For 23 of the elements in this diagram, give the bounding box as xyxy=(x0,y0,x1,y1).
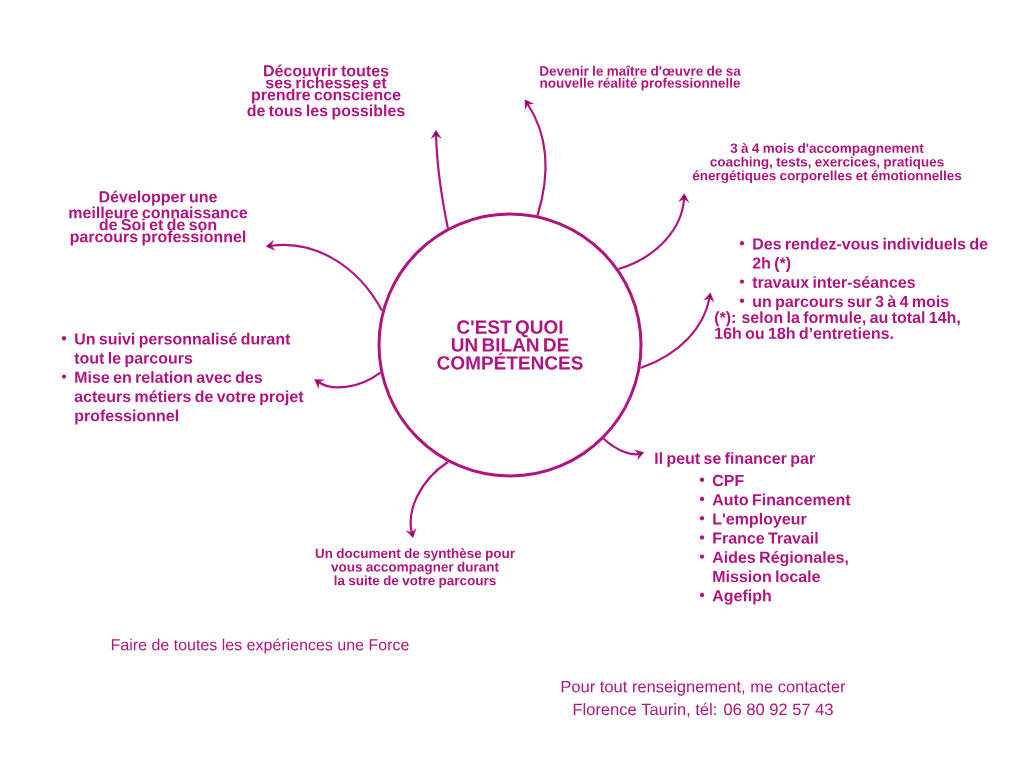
list-item: Un suivi personnalisé durant tout le parcours xyxy=(61,332,291,367)
note-text: Faire de toutes les expériences une Force xyxy=(111,638,409,654)
list-item: France Travail xyxy=(699,532,818,544)
list-item: CPF xyxy=(699,474,744,487)
callout-text: Développer une meilleure connaissance de Soi et de son parcours professionnel xyxy=(69,190,248,246)
list-item: Mise en relation avec des acteurs métiers de votre projet professionnel xyxy=(61,371,304,425)
list-item: Aides Régionales, Mission locale xyxy=(699,551,848,583)
list-heading: Il peut se financer par xyxy=(655,452,815,468)
curved-arrow xyxy=(314,371,382,389)
callout-text: Découvrir toutes ses richesses et prendre conscience de tous les possibles xyxy=(247,64,405,120)
list-item: travaux inter-séances xyxy=(739,276,915,288)
note-text: Pour tout renseignement, me contacter xyxy=(561,680,846,696)
list-item: Des rendez-vous individuels de 2h (*) xyxy=(739,237,988,272)
note-text: Florence Taurin, tél: 06 80 92 57 43 xyxy=(573,702,833,718)
callout-text: Devenir le maître d'œuvre de sa nouvelle réalité professionnelle xyxy=(540,65,741,91)
list-item: L'employeur xyxy=(699,512,807,528)
curved-arrow xyxy=(524,99,547,216)
list-item: un parcours sur 3 à 4 mois xyxy=(739,295,949,311)
callout-text: 3 à 4 mois d'accompagnement coaching, tests, exercices, pratiques énergétiques corporelles et émotionnelles xyxy=(692,142,962,184)
footnote-text: (*): selon la formule, au total 14h, 16h ou 18h d’entretiens. xyxy=(715,311,960,339)
list-item: Auto Financement xyxy=(699,493,851,506)
list-item: Agefiph xyxy=(699,589,771,605)
callout-text: Un document de synthèse pour vous accompagner durant la suite de votre parcours xyxy=(315,548,515,588)
